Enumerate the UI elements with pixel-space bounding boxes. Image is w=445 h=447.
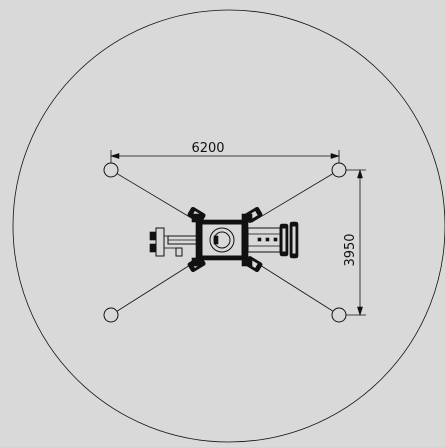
outrigger-pad-rear-right — [331, 307, 347, 323]
height-dimension: 3950 — [343, 168, 366, 317]
outrigger-leg-rear-left — [110, 259, 199, 316]
outrigger-leg-front-left — [110, 169, 199, 223]
outrigger-leg-rear-right — [251, 259, 340, 316]
track-units — [279, 221, 299, 259]
turntable — [209, 227, 235, 253]
outrigger-pad-front-left — [103, 162, 119, 178]
height-dimension-label: 3950 — [343, 233, 358, 266]
outrigger-pad-front-right — [331, 162, 347, 178]
machine-top-view — [149, 213, 299, 267]
outrigger-legs — [110, 169, 340, 316]
working-radius-circle — [12, 9, 445, 443]
width-dimension-label: 6200 — [191, 141, 224, 156]
outrigger-leg-front-right — [251, 169, 340, 223]
outrigger-pad-rear-left — [103, 307, 119, 323]
platform-basket — [149, 227, 183, 257]
width-dimension: 6200 — [109, 141, 341, 163]
